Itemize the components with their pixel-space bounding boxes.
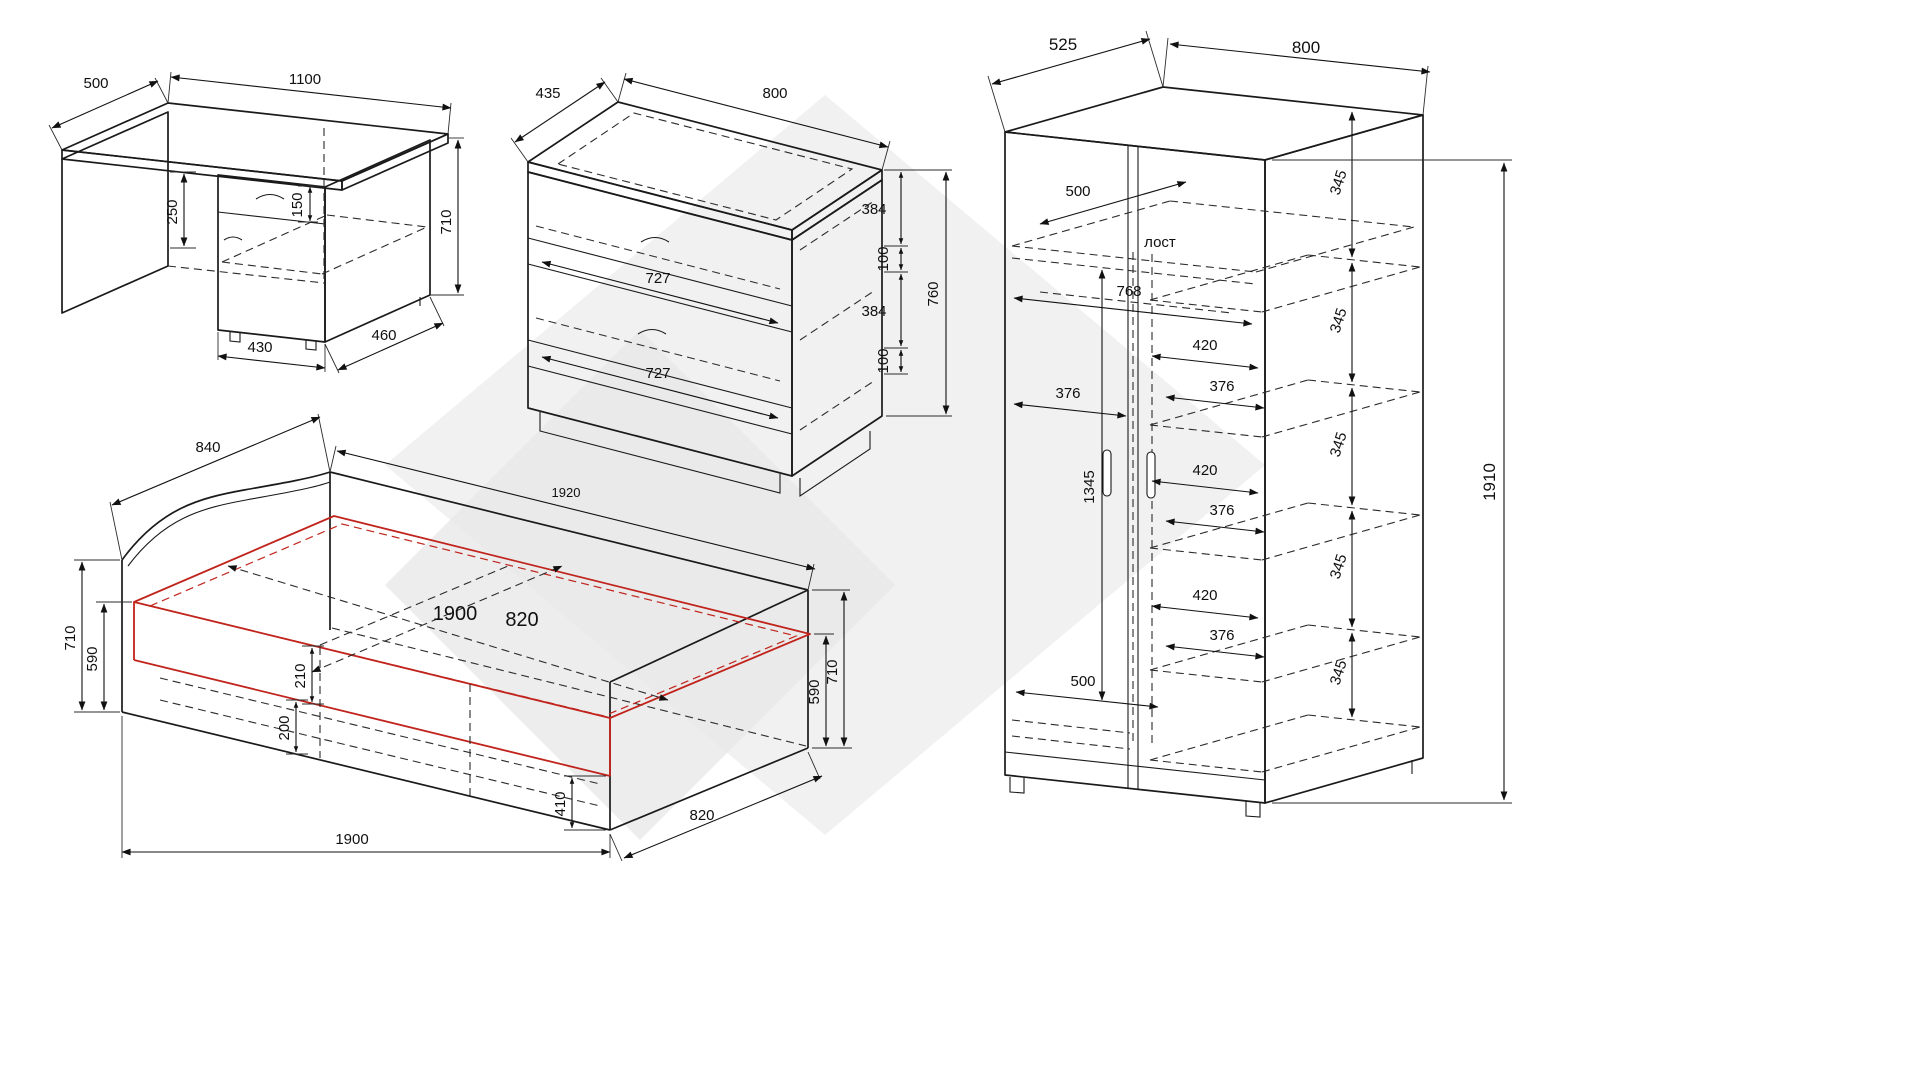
dresser-dim-depth: 435 <box>535 85 560 102</box>
desk-dim-length: 1100 <box>289 71 321 88</box>
bed-dim-height-right: 710 <box>824 659 841 684</box>
bed-dim-bottom-width: 820 <box>689 807 714 824</box>
desk-door-handle <box>223 236 243 241</box>
wardrobe-drawing: 525 800 500 лост 768 376 1345 500 420 37… <box>987 30 1512 818</box>
dresser-dim-side-2: 100 <box>875 246 892 271</box>
desk-dim-pedestal-depth: 460 <box>371 327 396 344</box>
dresser-dim-side-3: 384 <box>861 303 886 320</box>
wardrobe-handle-right <box>1146 451 1156 499</box>
wardrobe-dim-shelf-depth: 500 <box>1065 183 1090 200</box>
wardrobe-shelf3-w: 420 <box>1192 587 1217 604</box>
wardrobe-side-face <box>1264 114 1424 804</box>
wardrobe-shelf1-w: 420 <box>1192 337 1217 354</box>
bed-dim-height-left: 710 <box>62 625 79 650</box>
bed-dim-frame-height-left: 590 <box>84 646 101 671</box>
desk-pedestal-side <box>324 139 431 343</box>
wardrobe-dim-left-width: 376 <box>1055 385 1080 402</box>
wardrobe-gap-3: 345 <box>1327 430 1351 459</box>
desk-dim-pedestal-width: 430 <box>247 339 272 356</box>
wardrobe-gap-1: 345 <box>1327 168 1351 197</box>
wardrobe-shelves <box>1149 254 1421 773</box>
dresser-dim-height: 760 <box>925 281 942 306</box>
wardrobe-dim-bottom-width: 500 <box>1070 673 1095 690</box>
dresser-dim-side-1: 384 <box>861 201 886 218</box>
wardrobe-top-face <box>1004 86 1424 161</box>
desk-dim-depth: 500 <box>83 75 108 92</box>
dresser-handle-bottom <box>637 328 667 335</box>
dresser-dim-width: 800 <box>762 85 787 102</box>
bed-dim-frame-height-right: 590 <box>806 679 823 704</box>
wardrobe-shelf1-d: 376 <box>1209 378 1234 395</box>
dresser-dim-side-4: 100 <box>875 348 892 373</box>
bed-dim-rail-height: 210 <box>292 663 309 688</box>
wardrobe-shelf3-d: 376 <box>1209 627 1234 644</box>
wardrobe-dim-height: 1910 <box>1480 463 1499 501</box>
dresser-dim-front-1: 727 <box>645 270 670 287</box>
bed-drawing: 840 1920 710 590 1900 820 210 200 1900 <box>62 413 852 862</box>
desk-pedestal-front <box>217 174 326 343</box>
wardrobe-rod-label: лост <box>1144 234 1176 251</box>
wardrobe-gap-2: 345 <box>1327 306 1351 335</box>
wardrobe-dim-hanging-height: 1345 <box>1081 470 1098 503</box>
bed-dim-base-height: 200 <box>276 715 293 740</box>
dresser-handle-top <box>640 236 670 243</box>
bed-dim-bottom-length: 1900 <box>335 831 368 848</box>
bed-dim-inner-width: 820 <box>505 609 538 631</box>
bed-dim-inner-length: 1900 <box>433 603 478 625</box>
desk-dim-height: 710 <box>438 209 455 234</box>
wardrobe-dim-interior-width: 768 <box>1116 283 1141 300</box>
desk-drawer-handle <box>255 193 285 200</box>
wardrobe-shelf2-d: 376 <box>1209 502 1234 519</box>
bed-dim-foot-height: 410 <box>552 791 569 816</box>
wardrobe-dim-depth: 525 <box>1049 35 1077 54</box>
bed-dim-headboard-width: 840 <box>195 439 220 456</box>
wardrobe-dim-width: 800 <box>1292 38 1320 57</box>
wardrobe-shelf2-w: 420 <box>1192 462 1217 479</box>
desk-dim-drawer: 150 <box>289 192 306 217</box>
wardrobe-handle-left <box>1102 449 1112 497</box>
wardrobe-gap-4: 345 <box>1327 552 1351 581</box>
dresser-side-face <box>791 179 883 477</box>
dresser-dim-front-2: 727 <box>645 365 670 382</box>
bed-dim-length: 1920 <box>552 485 581 500</box>
wardrobe-gap-5: 345 <box>1327 658 1351 687</box>
desk-drawing: 500 1100 710 250 150 430 460 <box>48 71 464 374</box>
bed-headboard <box>121 471 331 561</box>
desk-dim-niche: 250 <box>164 199 181 224</box>
